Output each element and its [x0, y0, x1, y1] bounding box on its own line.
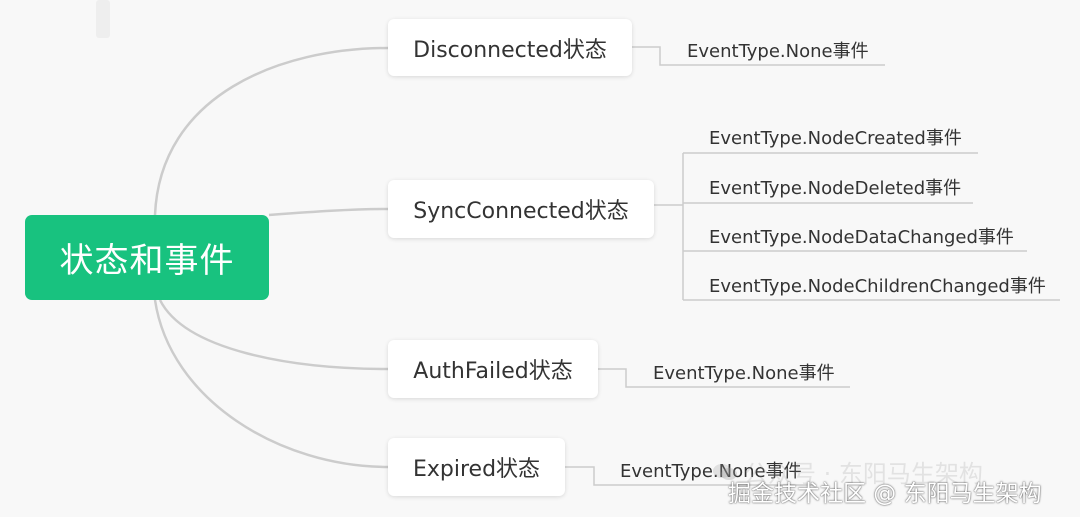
connector-root-syncconnected	[268, 207, 389, 217]
watermark-faint-text: 公众号 · 东阳马生架构	[744, 460, 983, 488]
connector-authfailed-event	[598, 368, 850, 388]
connector-root-authfailed	[158, 299, 389, 371]
connector-disconnected-event	[632, 46, 885, 66]
connector-root-disconnected	[153, 46, 389, 216]
corner-decoration	[96, 0, 110, 38]
watermark-text: 掘金技术社区 @ 东阳马生架构	[728, 481, 1042, 507]
state-node-disconnected[interactable]: Disconnected状态	[388, 19, 632, 76]
connector-root-expired	[153, 299, 389, 469]
connector-expired-event	[565, 466, 815, 486]
root-node[interactable]: 状态和事件	[25, 215, 269, 300]
event-authfailed-none[interactable]: EventType.None事件	[653, 363, 835, 384]
state-node-syncconnected[interactable]: SyncConnected状态	[388, 180, 654, 238]
event-expired-none[interactable]: EventType.None事件	[620, 461, 802, 482]
event-nodecreated[interactable]: EventType.NodeCreated事件	[709, 128, 962, 149]
event-nodechildrenchanged[interactable]: EventType.NodeChildrenChanged事件	[709, 276, 1046, 297]
state-node-authfailed[interactable]: AuthFailed状态	[388, 340, 598, 398]
event-nodedeleted[interactable]: EventType.NodeDeleted事件	[709, 178, 962, 199]
watermark-faint: 公众号 · 东阳马生架构	[712, 454, 983, 489]
event-disconnected-none[interactable]: EventType.None事件	[687, 41, 869, 62]
wechat-icon	[713, 463, 737, 480]
event-nodedatachanged[interactable]: EventType.NodeDataChanged事件	[709, 227, 1014, 248]
state-node-expired[interactable]: Expired状态	[388, 438, 565, 496]
